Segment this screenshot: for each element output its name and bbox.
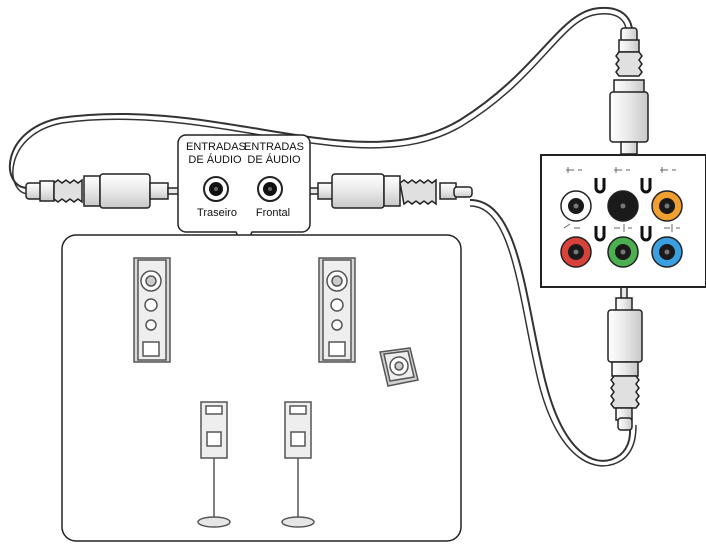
cable-front-to-panel <box>469 199 632 462</box>
left-tower-speaker-icon <box>133 257 171 363</box>
panel-jack-black <box>607 190 639 222</box>
front-input-header: ENTRADAS DE ÁUDIO <box>244 141 304 167</box>
panel-jack-white <box>560 190 592 222</box>
rear-audio-jack-panel <box>540 154 706 288</box>
front-input-header-line2: DE ÁUDIO <box>247 154 301 166</box>
panel-jack-green <box>607 236 639 268</box>
panel-jack-blue <box>651 236 683 268</box>
front-input-header-line1: ENTRADAS <box>244 141 304 153</box>
jack-group <box>560 190 683 268</box>
panel-top-audio-plug-icon <box>609 27 649 155</box>
front-input-caption: Frontal <box>255 207 291 219</box>
rear-input-header-line2: DE ÁUDIO <box>188 154 242 166</box>
rear-input-jack-icon <box>203 176 229 202</box>
rear-input-header: ENTRADAS DE ÁUDIO <box>186 141 246 167</box>
front-audio-plug-icon <box>293 173 473 209</box>
right-satellite-speaker-icon <box>281 401 315 528</box>
audio-input-callout <box>177 134 311 250</box>
front-input-jack-icon <box>257 176 283 202</box>
subwoofer-icon <box>379 347 419 387</box>
panel-jack-orange <box>651 190 683 222</box>
rear-input-header-line1: ENTRADAS <box>186 141 246 153</box>
rear-audio-plug-icon <box>25 173 193 209</box>
speaker-set-box <box>61 234 462 542</box>
rear-input-caption: Traseiro <box>197 207 237 219</box>
panel-jack-red <box>560 236 592 268</box>
left-satellite-speaker-icon <box>197 401 231 528</box>
audio-cables <box>8 6 637 467</box>
right-tower-speaker-icon <box>318 257 356 363</box>
cable-rear-to-panel <box>8 6 633 189</box>
panel-bottom-audio-plug-icon <box>607 271 643 431</box>
